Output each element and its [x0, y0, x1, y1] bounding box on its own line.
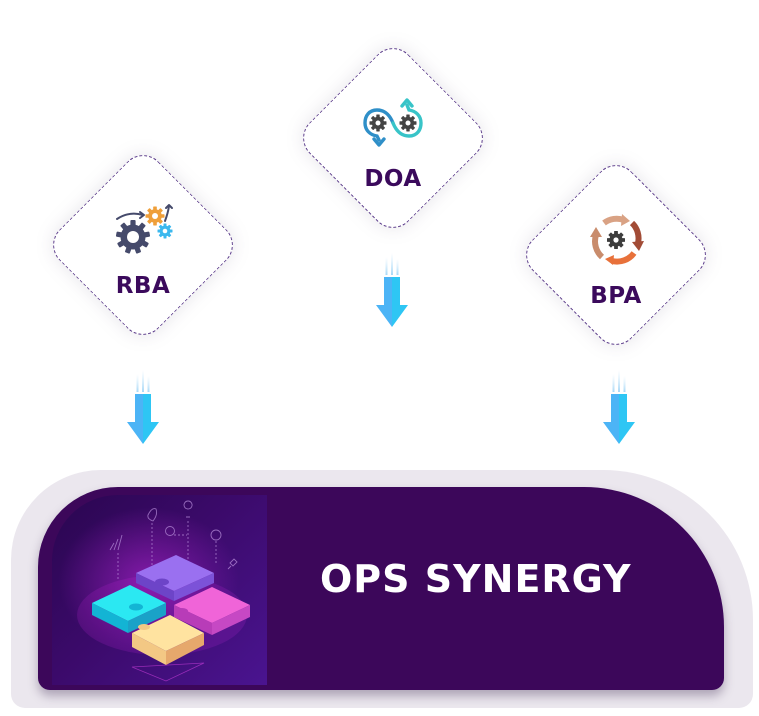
rba-down-arrow-icon [127, 370, 159, 444]
ops-synergy-title: OPS SYNERGY [320, 557, 632, 601]
puzzle-pieces-illustration [52, 495, 267, 685]
gears-arrows-icon [115, 204, 173, 254]
bpa-card: BPA [517, 156, 715, 354]
cycle-gear-icon [590, 214, 644, 265]
bpa-down-arrow-icon [603, 370, 635, 444]
rba-card: RBA [44, 146, 242, 344]
doa-down-arrow-icon [376, 253, 408, 327]
infinity-gears-icon [363, 98, 423, 147]
rba-label: RBA [115, 273, 171, 299]
doa-card: DOA [294, 39, 492, 237]
doa-label: DOA [364, 166, 422, 192]
bpa-label: BPA [590, 283, 642, 309]
puzzle-pieces-icon [77, 500, 250, 682]
ops-synergy-panel: OPS SYNERGY [38, 487, 724, 690]
